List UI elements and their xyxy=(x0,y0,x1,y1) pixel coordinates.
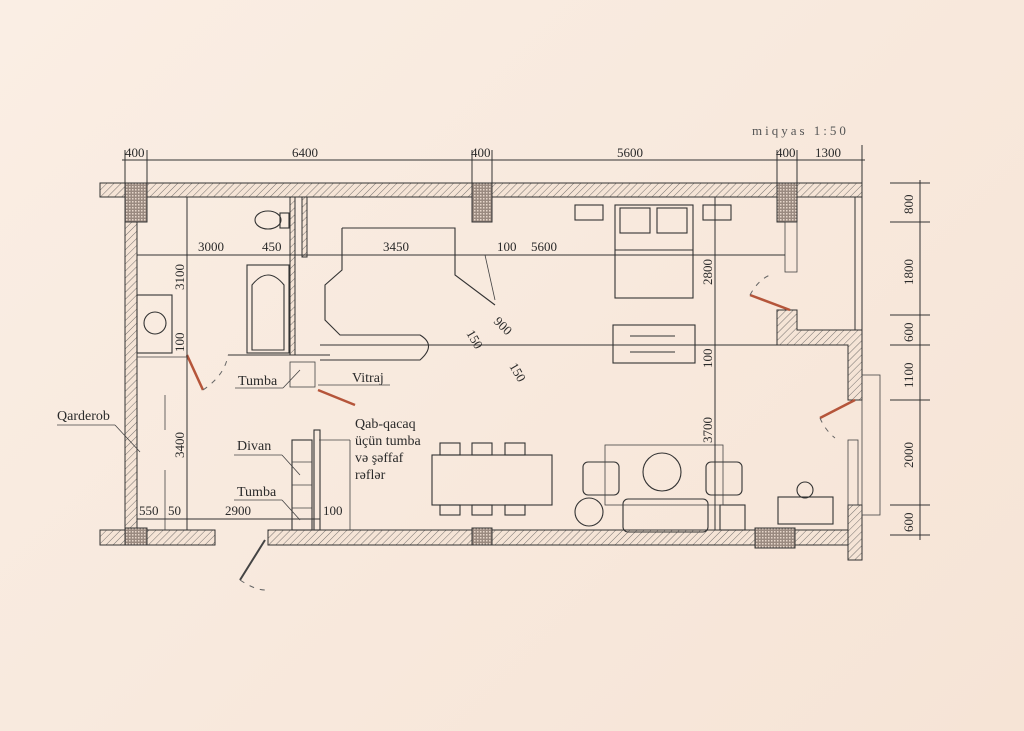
dim-inner-h-1: 450 xyxy=(262,239,282,254)
bathtub-icon xyxy=(246,264,290,354)
dim-diag-1: 150 xyxy=(463,327,486,351)
dim-right-3: 1100 xyxy=(901,362,916,388)
dim-top-2: 400 xyxy=(471,145,491,160)
desk-icon xyxy=(612,324,696,364)
dim-top-3: 5600 xyxy=(617,145,643,160)
dim-right-v-1: 100 xyxy=(700,349,715,369)
dining-table-icon xyxy=(431,442,553,516)
structural-columns xyxy=(124,182,798,549)
windows xyxy=(784,221,881,516)
dim-right-v-0: 2800 xyxy=(700,259,715,285)
label-tumba-top: Tumba xyxy=(238,374,278,389)
divan-shelves xyxy=(289,361,351,531)
dim-diag-2: 150 xyxy=(506,360,529,384)
dim-top-1: 6400 xyxy=(292,145,318,160)
dim-top-4: 400 xyxy=(776,145,796,160)
dim-right-v-2: 3700 xyxy=(700,417,715,443)
scale-label: miqyas 1:50 xyxy=(752,123,849,138)
right-dimension-line: 800 1800 600 1100 2000 600 xyxy=(890,180,930,540)
dim-inner-h-2: 3450 xyxy=(383,239,409,254)
label-qarderob: Qarderob xyxy=(57,409,110,424)
label-shelf-line3: və şəffaf xyxy=(355,451,404,466)
dim-right-1: 1800 xyxy=(901,259,916,285)
dim-inner-h-0: 3000 xyxy=(198,239,224,254)
dim-right-5: 600 xyxy=(901,513,916,533)
label-vitraj: Vitraj xyxy=(352,371,384,386)
label-shelf-line1: Qab-qacaq xyxy=(355,417,416,432)
dim-right-2: 600 xyxy=(901,323,916,343)
dim-left-v-2: 3400 xyxy=(172,432,187,458)
dim-top-5: 1300 xyxy=(815,145,841,160)
bed-icon xyxy=(574,204,732,299)
dim-inner-h-3: 100 xyxy=(497,239,517,254)
toilet-icon xyxy=(254,210,290,230)
dim-right-4: 2000 xyxy=(901,442,916,468)
top-dimension-line: 400 6400 400 5600 400 1300 xyxy=(122,145,865,183)
dim-right-0: 800 xyxy=(901,195,916,215)
dim-bottom-2: 2900 xyxy=(225,503,251,518)
label-tumba-bottom: Tumba xyxy=(237,485,277,500)
kitchen-counter xyxy=(320,227,496,361)
label-divan: Divan xyxy=(237,439,271,454)
dim-top-0: 400 xyxy=(125,145,145,160)
label-shelf-line2: üçün tumba xyxy=(355,434,421,449)
living-set-icon xyxy=(574,444,746,533)
furniture xyxy=(136,204,834,533)
room-labels: Qarderob Tumba Vitraj Qab-qacaq üçün tum… xyxy=(57,369,421,521)
label-shelf-line4: rəflər xyxy=(355,468,386,483)
inner-dimensions: 3000 450 3450 100 5600 3100 100 3400 280… xyxy=(137,197,785,530)
dim-bottom-0: 550 xyxy=(139,503,159,518)
dim-left-v-1: 100 xyxy=(172,333,187,353)
vanity-icon xyxy=(777,481,834,525)
dim-inner-h-4: 5600 xyxy=(531,239,557,254)
wardrobe xyxy=(137,356,187,530)
dim-diag-0: 900 xyxy=(491,314,515,338)
dim-left-v-0: 3100 xyxy=(172,264,187,290)
dim-bottom-3: 100 xyxy=(323,503,343,518)
sink-icon xyxy=(136,294,173,354)
dim-bottom-1: 50 xyxy=(168,503,181,518)
